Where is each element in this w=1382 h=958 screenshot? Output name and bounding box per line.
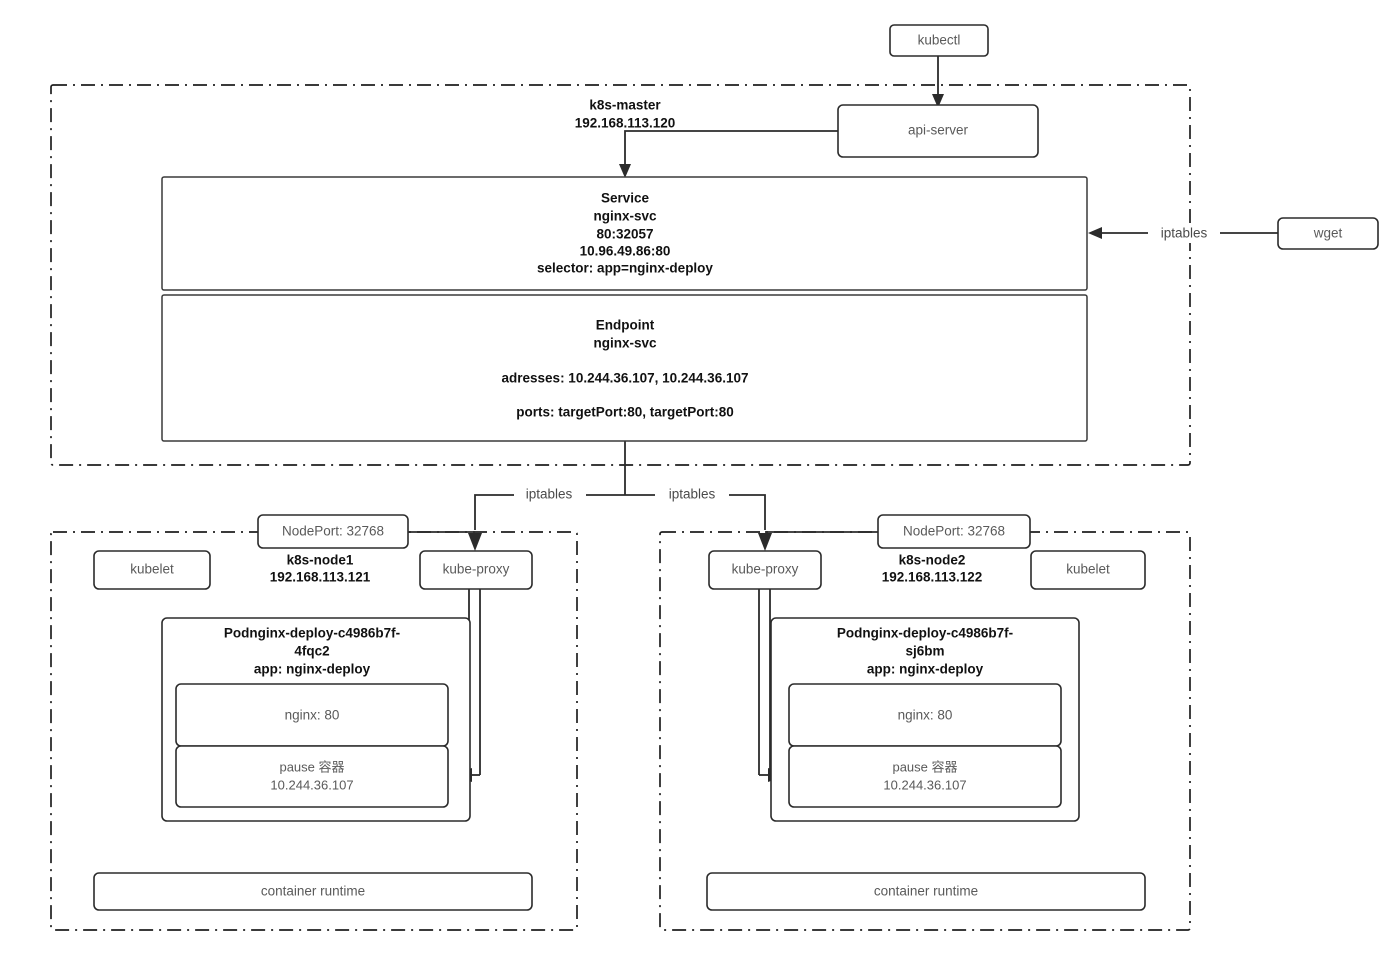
arrowhead-apiserver-service (619, 164, 631, 178)
node1-zone-label-ip: 192.168.113.121 (270, 570, 371, 585)
edge-bus-right (625, 494, 766, 530)
arrowhead-wget-service (1088, 227, 1102, 239)
node2-zone-label-ip: 192.168.113.122 (882, 570, 983, 585)
arrowhead-bus-left-kubeproxy (468, 533, 482, 551)
node1-kubeproxy-label: kube-proxy (443, 562, 510, 577)
api-server-label: api-server (908, 123, 969, 138)
service-selector: selector: app=nginx-deploy (537, 261, 713, 276)
kubectl-box[interactable] (889, 24, 989, 57)
node1-container-runtime-label: container runtime (261, 884, 365, 899)
node2-pause-container-box[interactable] (788, 745, 1062, 808)
endpoint-addresses: adresses: 10.244.36.107, 10.244.36.107 (502, 371, 749, 386)
node2-kubeproxy-box[interactable] (708, 550, 822, 590)
service-cluster-ip: 10.96.49.86:80 (580, 244, 671, 259)
node1-pod-app-label: app: nginx-deploy (254, 662, 371, 677)
node2-pod-name-line2: sj6bm (905, 644, 944, 659)
node1-container-runtime-box[interactable] (93, 872, 533, 911)
edge-bus-left (474, 494, 625, 530)
node1-kubelet-box[interactable] (93, 550, 211, 590)
node2-nodeport-box[interactable] (877, 514, 1031, 549)
endpoint-name: nginx-svc (593, 336, 657, 351)
service-title: Service (601, 191, 650, 206)
node1-pod-name-line2: 4fqc2 (294, 644, 329, 659)
arrowhead-kubectl-apiserver (932, 94, 944, 108)
api-server-box[interactable] (837, 104, 1039, 158)
node1-kubelet-label: kubelet (130, 562, 174, 577)
node1-pause-container-ip: 10.244.36.107 (270, 777, 353, 792)
node2-kubelet-label: kubelet (1066, 562, 1110, 577)
wget-box[interactable] (1277, 217, 1379, 250)
node2-pause-container-label: pause 容器 (892, 759, 957, 774)
label-bg-wget-iptables (1148, 223, 1220, 243)
wget-label: wget (1313, 226, 1343, 241)
kubectl-label: kubectl (918, 33, 961, 48)
arrowhead-bus-right-kubeproxy (758, 533, 772, 551)
node2-kubeproxy-label: kube-proxy (732, 562, 799, 577)
label-bg-iptables-left (514, 485, 586, 505)
node2-pod-name-line1: Podnginx-deploy-c4986b7f- (837, 626, 1013, 641)
label-bg-iptables-right (655, 485, 729, 505)
edge-apiserver-to-service (624, 130, 838, 168)
node2-pod-app-label: app: nginx-deploy (867, 662, 984, 677)
node2-container-runtime-label: container runtime (874, 884, 978, 899)
service-box[interactable] (161, 176, 1088, 291)
node2-pause-container-ip: 10.244.36.107 (883, 777, 966, 792)
k8s-master-label-ip: 192.168.113.120 (575, 116, 676, 131)
node1-pod-name-line1: Podnginx-deploy-c4986b7f- (224, 626, 400, 641)
node1-pause-container-label: pause 容器 (279, 759, 344, 774)
node2-zone-label-name: k8s-node2 (899, 553, 966, 568)
node2-kubelet-box[interactable] (1030, 550, 1146, 590)
edge-label-iptables-left: iptables (526, 487, 573, 502)
edge-label-wget-iptables: iptables (1161, 226, 1208, 241)
k8s-master-zone (50, 84, 1191, 466)
node1-nginx-container-label: nginx: 80 (285, 708, 340, 723)
node1-nodeport-box[interactable] (257, 514, 409, 549)
endpoint-ports: ports: targetPort:80, targetPort:80 (516, 405, 734, 420)
endpoint-title: Endpoint (596, 318, 655, 333)
node1-kubeproxy-box[interactable] (419, 550, 533, 590)
node2-nodeport-label: NodePort: 32768 (903, 524, 1005, 539)
service-ports: 80:32057 (596, 227, 653, 242)
endpoint-box[interactable] (161, 294, 1088, 442)
node2-container-runtime-box[interactable] (706, 872, 1146, 911)
service-name: nginx-svc (593, 209, 657, 224)
node2-nginx-container-label: nginx: 80 (898, 708, 953, 723)
node1-nodeport-label: NodePort: 32768 (282, 524, 384, 539)
node1-zone-label-name: k8s-node1 (287, 553, 354, 568)
edge-label-iptables-right: iptables (669, 487, 716, 502)
k8s-master-label-name: k8s-master (589, 98, 661, 113)
node1-pause-container-box[interactable] (175, 745, 449, 808)
